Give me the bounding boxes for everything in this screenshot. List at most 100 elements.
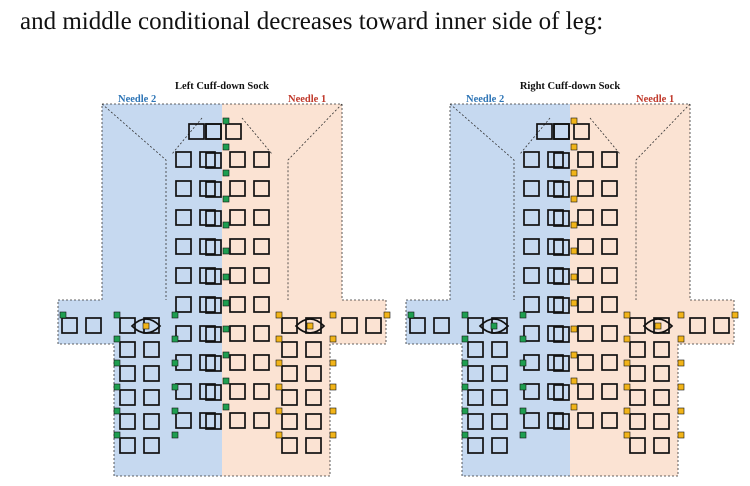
stitch-square	[253, 383, 270, 400]
stitch-square	[143, 365, 160, 382]
stitch-square	[199, 180, 216, 197]
stitch-square	[601, 354, 618, 371]
stitch-square	[205, 210, 222, 227]
stitch-square	[689, 317, 706, 334]
stitch-square	[547, 296, 564, 313]
stitch-square	[175, 151, 192, 168]
right-decrease-marker	[677, 407, 685, 415]
stitch-square	[547, 354, 564, 371]
right-decrease-marker	[623, 311, 631, 319]
center-decrease-marker	[222, 117, 230, 125]
left-decrease-marker	[519, 335, 527, 343]
right-decrease-marker	[275, 383, 283, 391]
stitch-square	[205, 413, 222, 430]
stitch-square	[229, 325, 246, 342]
center-decrease-marker	[570, 351, 578, 359]
center-decrease-marker	[222, 195, 230, 203]
stitch-square	[491, 365, 508, 382]
stitch-square	[229, 296, 246, 313]
stitch-square	[629, 413, 646, 430]
stitch-square	[175, 267, 192, 284]
left-decrease-marker	[519, 407, 527, 415]
center-decrease-marker	[570, 143, 578, 151]
stitch-square	[175, 238, 192, 255]
stitch-square	[205, 123, 222, 140]
stitch-square	[601, 180, 618, 197]
stitch-square	[175, 180, 192, 197]
right-decrease-marker	[329, 311, 337, 319]
left-decrease-marker	[519, 383, 527, 391]
stitch-square	[577, 412, 594, 429]
stitch-square	[653, 389, 670, 406]
center-decrease-marker	[222, 169, 230, 177]
stitch-square	[175, 209, 192, 226]
right-decrease-marker	[275, 335, 283, 343]
stitch-square	[553, 152, 570, 169]
stitch-square	[433, 317, 450, 334]
stitch-square	[629, 365, 646, 382]
stitch-square	[553, 297, 570, 314]
stitch-square	[523, 180, 540, 197]
left-decrease-marker	[171, 431, 179, 439]
stitch-square	[199, 151, 216, 168]
stitch-square	[199, 238, 216, 255]
gusset-marker	[654, 322, 662, 330]
stitch-square	[553, 355, 570, 372]
center-decrease-marker	[570, 403, 578, 411]
needle-label-right: Needle 1	[288, 94, 326, 105]
stitch-square	[119, 389, 136, 406]
right-decrease-marker	[623, 431, 631, 439]
center-decrease-marker	[570, 117, 578, 125]
right-decrease-marker	[275, 311, 283, 319]
needle-1-region	[570, 104, 734, 476]
stitch-square	[553, 239, 570, 256]
left-decrease-marker	[461, 407, 469, 415]
needle-2-region	[406, 104, 570, 476]
stitch-square	[653, 437, 670, 454]
stitch-square	[229, 354, 246, 371]
stitch-square	[119, 437, 136, 454]
stitch-square	[577, 325, 594, 342]
stitch-square	[119, 317, 136, 334]
left-decrease-marker	[113, 335, 121, 343]
stitch-square	[547, 267, 564, 284]
stitch-square	[547, 151, 564, 168]
gusset-marker	[142, 322, 150, 330]
stitch-square	[601, 238, 618, 255]
stitch-square	[523, 209, 540, 226]
stitch-square	[253, 296, 270, 313]
center-decrease-marker	[570, 273, 578, 281]
left-decrease-marker	[519, 359, 527, 367]
stitch-square	[205, 152, 222, 169]
stitch-square	[553, 123, 570, 140]
stitch-square	[305, 437, 322, 454]
right-decrease-marker	[329, 335, 337, 343]
stitch-square	[523, 238, 540, 255]
gusset-eye	[294, 318, 326, 334]
gusset-marker	[490, 322, 498, 330]
stitch-square	[629, 389, 646, 406]
stitch-square	[553, 384, 570, 401]
stitch-square	[119, 341, 136, 358]
stitch-square	[553, 210, 570, 227]
heel-line-left	[101, 103, 167, 300]
center-decrease-marker	[222, 273, 230, 281]
stitch-square	[175, 383, 192, 400]
stitch-square	[547, 238, 564, 255]
left-decrease-marker	[519, 431, 527, 439]
right-decrease-marker	[329, 359, 337, 367]
right-decrease-marker	[677, 335, 685, 343]
stitch-square	[205, 181, 222, 198]
center-decrease-marker	[570, 195, 578, 203]
gusset-eye	[130, 318, 162, 334]
right-decrease-marker	[623, 383, 631, 391]
needle-label-left: Needle 2	[118, 94, 156, 105]
center-decrease-marker	[222, 377, 230, 385]
stitch-square	[577, 267, 594, 284]
stitch-square	[253, 354, 270, 371]
diagram-title: Right Cuff-down Sock	[520, 81, 621, 92]
needle-1-region	[222, 104, 386, 476]
right-decrease-marker	[677, 359, 685, 367]
left-decrease-marker	[171, 383, 179, 391]
stitch-square	[577, 180, 594, 197]
